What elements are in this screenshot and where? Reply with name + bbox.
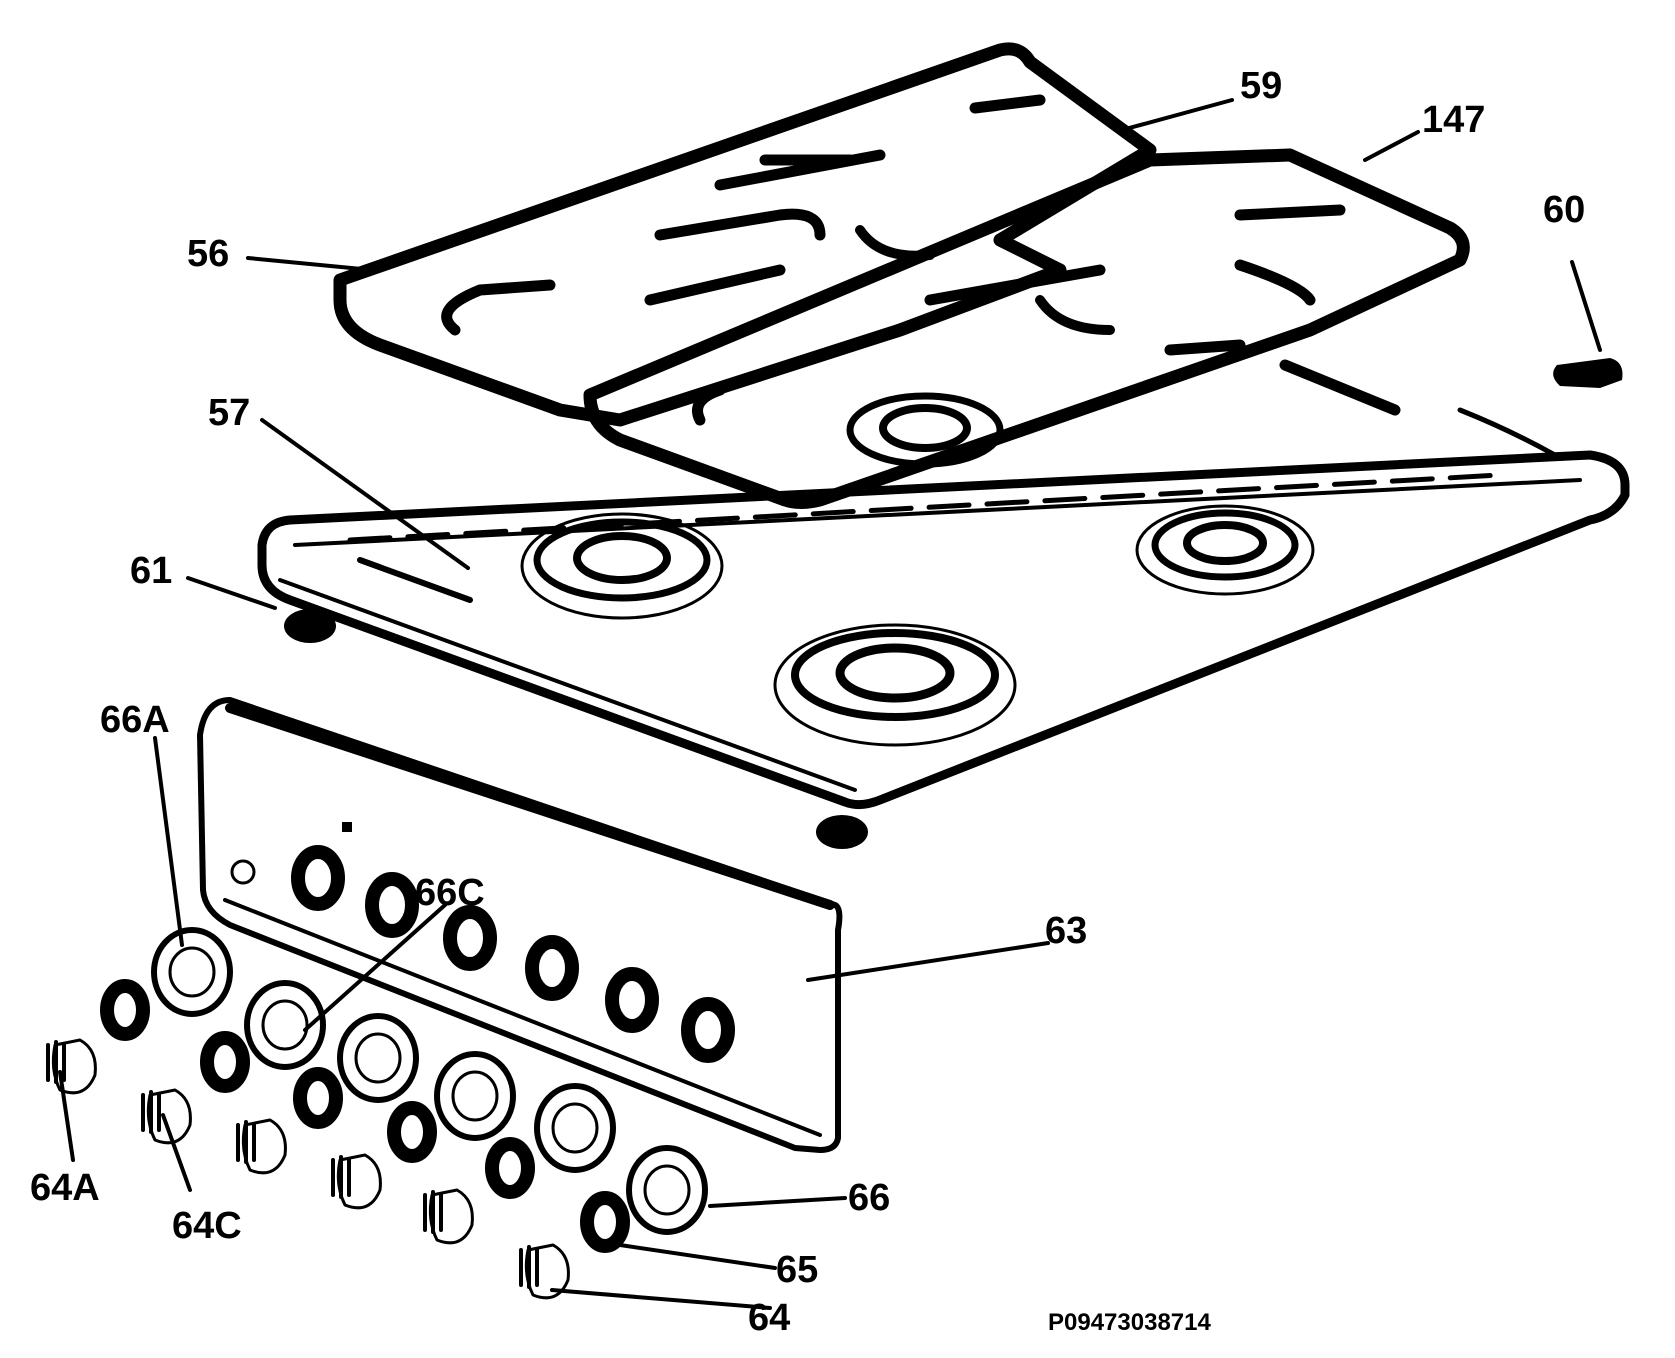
burner-rear-center <box>846 392 1004 468</box>
part-60-clip <box>1553 358 1623 388</box>
bushing-3 <box>293 1067 343 1129</box>
label-64C: 64C <box>172 1205 242 1247</box>
burner-front-large <box>773 623 1017 747</box>
label-65: 65 <box>776 1249 818 1291</box>
ring-3 <box>337 1013 419 1103</box>
label-64: 64 <box>748 1297 790 1339</box>
label-64A: 64A <box>30 1167 100 1209</box>
bushing-5 <box>485 1137 535 1199</box>
label-57: 57 <box>208 392 250 434</box>
callout-labels: 56 57 59 147 60 61 63 66A 66C 64A 64C 66… <box>30 65 1585 1339</box>
label-56: 56 <box>187 233 229 275</box>
burner-left <box>520 512 724 620</box>
ring-4 <box>434 1051 516 1141</box>
ring-66 <box>626 1145 708 1235</box>
hob-top-plate <box>257 407 1630 810</box>
label-61: 61 <box>130 550 172 592</box>
rubber-foot-center <box>816 815 868 849</box>
label-60: 60 <box>1543 189 1585 231</box>
knob-64C <box>141 1088 192 1145</box>
label-59: 59 <box>1240 65 1282 107</box>
control-panel <box>197 697 843 1153</box>
pan-support-left <box>333 42 1157 427</box>
panel-knob-holes <box>291 845 735 1063</box>
bushing-2 <box>200 1031 250 1093</box>
bushing-65 <box>580 1191 630 1253</box>
knob-assembly-row <box>46 927 708 1300</box>
ring-5 <box>534 1083 616 1173</box>
knob-64A <box>46 1038 97 1095</box>
bushing-1 <box>100 979 150 1041</box>
pan-support-right <box>583 148 1470 509</box>
reference-code: P09473038714 <box>1048 1309 1211 1336</box>
label-63: 63 <box>1045 910 1087 952</box>
bushing-4 <box>387 1101 437 1163</box>
label-66: 66 <box>848 1177 890 1219</box>
burner-right <box>1135 504 1315 596</box>
label-66C: 66C <box>415 872 485 914</box>
knob-64 <box>519 1243 570 1300</box>
label-66A: 66A <box>100 699 170 741</box>
leader-lines <box>58 98 1602 1310</box>
knob-3 <box>236 1118 287 1175</box>
ring-66C <box>244 980 326 1070</box>
ring-66A <box>151 927 233 1017</box>
knob-5 <box>423 1188 474 1245</box>
rubber-foot-left <box>284 609 336 643</box>
knob-4 <box>331 1153 382 1210</box>
label-147: 147 <box>1422 99 1485 141</box>
